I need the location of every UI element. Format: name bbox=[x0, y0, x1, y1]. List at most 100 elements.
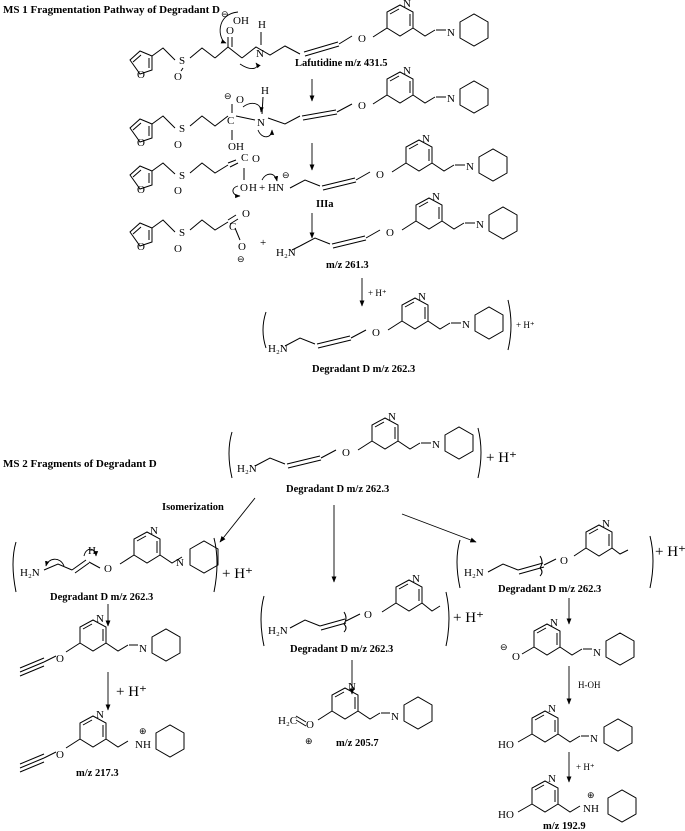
svg-text:O: O bbox=[174, 243, 182, 255]
svg-text:+ H⁺: + H⁺ bbox=[655, 544, 685, 560]
degradant-d-cleavage-middle bbox=[260, 579, 450, 647]
pyridinolate-fragment bbox=[521, 623, 635, 666]
degradant-d-label-right: Degradant D m/z 262.3 bbox=[498, 584, 601, 595]
svg-text:O: O bbox=[174, 185, 182, 197]
svg-text:+: + bbox=[260, 237, 266, 249]
svg-text:⊖: ⊖ bbox=[221, 9, 229, 19]
svg-text:N: N bbox=[391, 711, 399, 723]
svg-text:⊖: ⊖ bbox=[224, 91, 232, 101]
svg-text:H: H bbox=[258, 19, 266, 31]
isomerized-degradant-d bbox=[12, 531, 219, 593]
svg-text:H: H bbox=[88, 545, 96, 557]
svg-text:N: N bbox=[176, 557, 184, 569]
svg-text:H₂N: H₂N bbox=[268, 625, 288, 637]
svg-text:O: O bbox=[358, 100, 366, 112]
svg-text:N: N bbox=[466, 161, 474, 173]
svg-text:O: O bbox=[306, 719, 314, 731]
svg-text:N: N bbox=[548, 773, 556, 785]
degradant-d-label-left: Degradant D m/z 262.3 bbox=[50, 592, 153, 603]
svg-text:H₂N: H₂N bbox=[20, 567, 40, 579]
svg-text:S: S bbox=[179, 55, 185, 67]
svg-text:H₂N: H₂N bbox=[237, 463, 257, 475]
svg-text:+ H⁺: + H⁺ bbox=[516, 320, 535, 330]
svg-text:O: O bbox=[238, 241, 246, 253]
svg-text:H₂C: H₂C bbox=[278, 715, 297, 727]
svg-text:N: N bbox=[432, 191, 440, 203]
mz-192-label: m/z 192.9 bbox=[543, 821, 586, 831]
svg-text:O: O bbox=[56, 749, 64, 761]
svg-text:H₂N: H₂N bbox=[268, 343, 288, 355]
svg-text:N: N bbox=[403, 65, 411, 77]
svg-text:N: N bbox=[388, 411, 396, 423]
mz-192-structure bbox=[517, 780, 637, 823]
svg-text:O: O bbox=[240, 182, 248, 194]
svg-text:O: O bbox=[242, 208, 250, 220]
ms1-header: MS 1 Fragmentation Pathway of Degradant … bbox=[3, 4, 220, 16]
svg-text:O: O bbox=[252, 153, 260, 165]
svg-text:O: O bbox=[137, 137, 145, 149]
svg-text:⊖: ⊖ bbox=[500, 642, 508, 652]
svg-text:+ H⁺: + H⁺ bbox=[453, 610, 484, 626]
mz-205-label: m/z 205.7 bbox=[336, 738, 379, 749]
svg-text:O: O bbox=[137, 69, 145, 81]
svg-text:HO: HO bbox=[498, 809, 514, 821]
svg-text:S: S bbox=[179, 170, 185, 182]
degradant-d-label-middle: Degradant D m/z 262.3 bbox=[290, 644, 393, 655]
cleavage-intermediate bbox=[129, 139, 508, 191]
svg-text:OH: OH bbox=[228, 141, 244, 153]
svg-text:NH: NH bbox=[135, 739, 151, 751]
protonation-label: + H⁺ bbox=[368, 288, 387, 298]
svg-text:N: N bbox=[432, 439, 440, 451]
iiia-label: IIIa bbox=[316, 199, 334, 210]
svg-text:N: N bbox=[403, 0, 411, 10]
ethynyl-ether-fragment bbox=[19, 619, 181, 677]
svg-text:+ H⁺: + H⁺ bbox=[222, 566, 253, 582]
mz-217-structure bbox=[19, 715, 185, 773]
svg-text:O: O bbox=[174, 139, 182, 151]
svg-text:O: O bbox=[137, 184, 145, 196]
svg-text:NH: NH bbox=[583, 803, 599, 815]
svg-text:S: S bbox=[179, 227, 185, 239]
degradant-d-label-ms1: Degradant D m/z 262.3 bbox=[312, 364, 415, 375]
degradant-d-cleavage-right bbox=[456, 524, 654, 589]
svg-text:+: + bbox=[259, 182, 265, 194]
svg-text:N: N bbox=[422, 133, 430, 145]
degradant-d-label-ms2-top: Degradant D m/z 262.3 bbox=[286, 484, 389, 495]
svg-text:+ H⁺: + H⁺ bbox=[116, 684, 147, 700]
svg-text:N: N bbox=[462, 319, 470, 331]
svg-text:⊖: ⊖ bbox=[282, 170, 290, 180]
pyridinol-intermediate bbox=[517, 710, 633, 752]
svg-text:C: C bbox=[241, 152, 248, 164]
svg-text:O: O bbox=[386, 227, 394, 239]
svg-text:N: N bbox=[602, 518, 610, 530]
svg-text:O: O bbox=[364, 609, 372, 621]
svg-text:HN: HN bbox=[268, 182, 284, 194]
svg-text:H₂N: H₂N bbox=[276, 247, 296, 259]
mz-217-label: m/z 217.3 bbox=[76, 768, 119, 779]
svg-text:O: O bbox=[104, 563, 112, 575]
branch-arrow-left bbox=[219, 497, 256, 543]
svg-text:C: C bbox=[227, 115, 234, 127]
svg-text:O: O bbox=[560, 555, 568, 567]
svg-text:N: N bbox=[418, 291, 426, 303]
svg-text:O: O bbox=[56, 653, 64, 665]
svg-text:⊕: ⊕ bbox=[587, 790, 595, 800]
svg-text:O: O bbox=[376, 169, 384, 181]
svg-text:OH: OH bbox=[233, 15, 249, 27]
svg-text:HO: HO bbox=[498, 739, 514, 751]
svg-text:N: N bbox=[257, 117, 265, 129]
ms2-header: MS 2 Fragments of Degradant D bbox=[3, 458, 157, 470]
mz-261-structures bbox=[129, 197, 518, 249]
mz-261-label: m/z 261.3 bbox=[326, 260, 369, 271]
svg-text:N: N bbox=[139, 643, 147, 655]
svg-text:N: N bbox=[476, 219, 484, 231]
svg-text:N: N bbox=[256, 48, 264, 60]
svg-text:N: N bbox=[348, 681, 356, 693]
svg-text:+ H⁺: + H⁺ bbox=[576, 762, 595, 772]
svg-text:N: N bbox=[590, 733, 598, 745]
degradant-d-structure-ms1 bbox=[262, 297, 512, 351]
svg-text:O: O bbox=[342, 447, 350, 459]
svg-text:N: N bbox=[550, 617, 558, 629]
tetrahedral-intermediate bbox=[129, 71, 489, 143]
